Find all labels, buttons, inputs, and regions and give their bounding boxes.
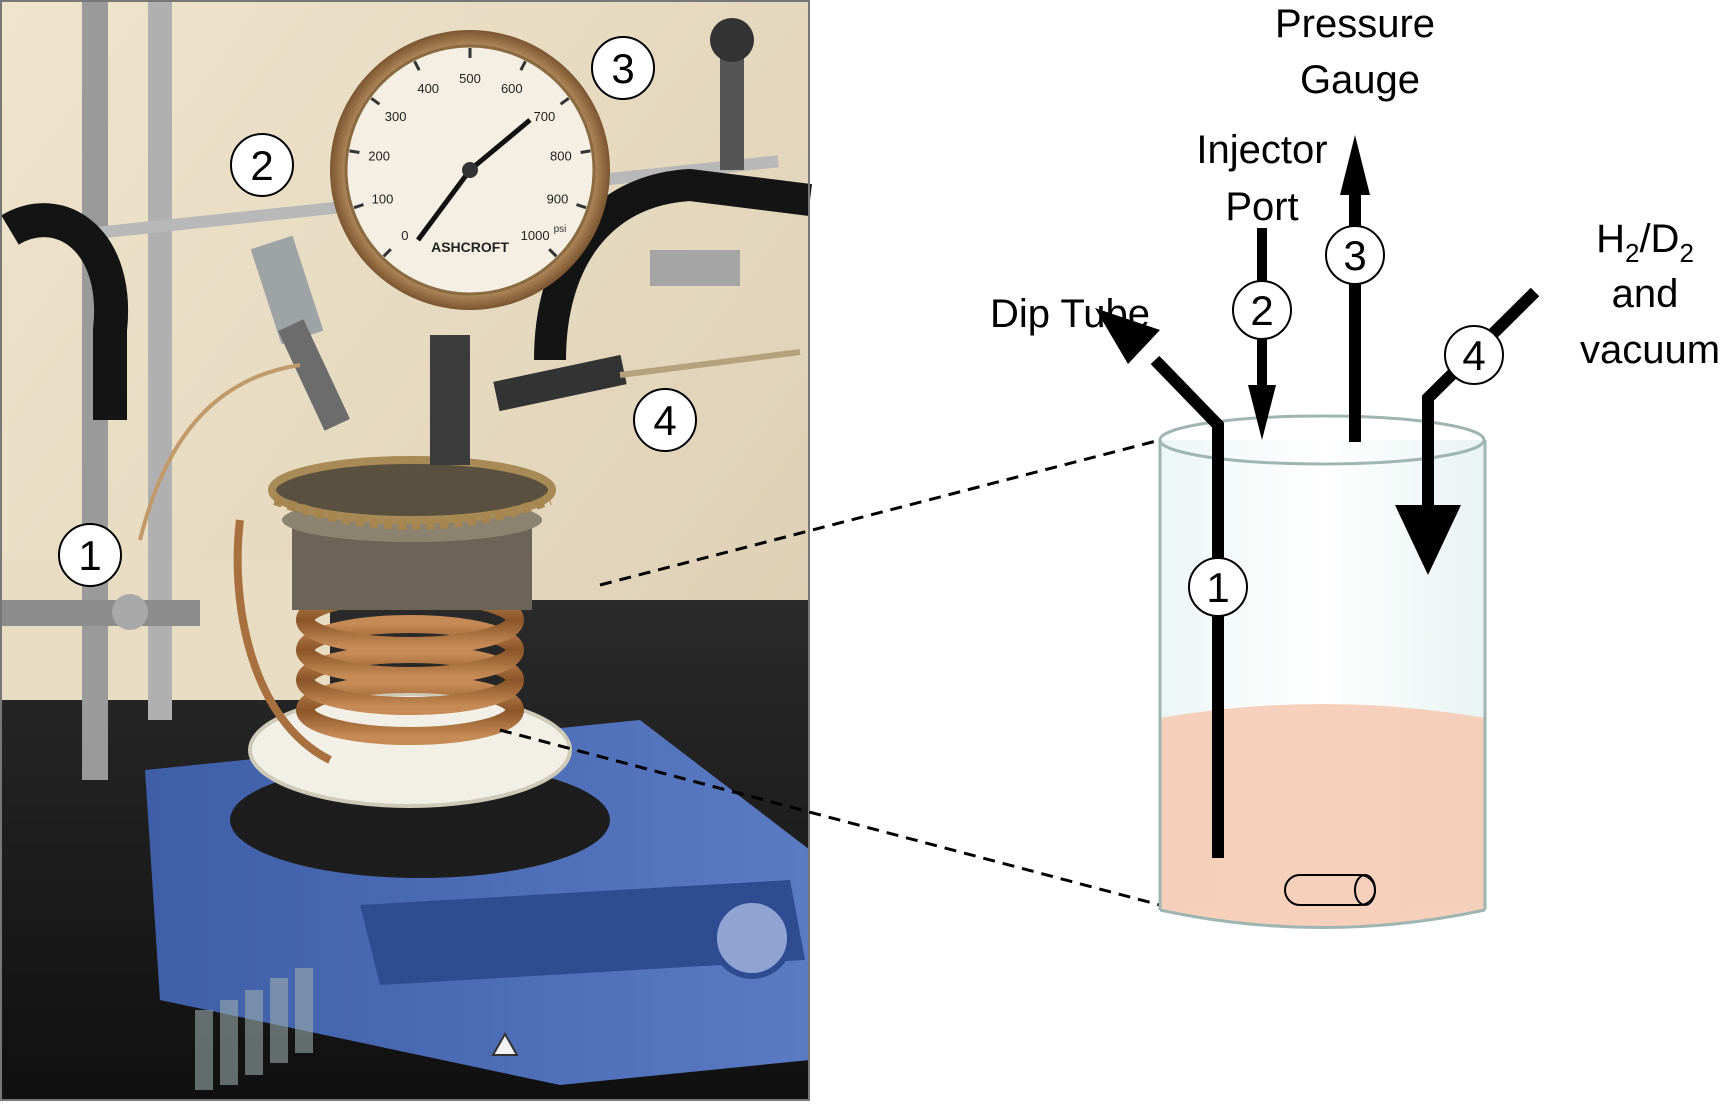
connector-top [599, 438, 1161, 587]
gauge-stem [430, 335, 470, 465]
gauge-tick-label: 0 [401, 228, 408, 243]
gauge-needle-tail [468, 118, 532, 172]
zoom-connectors [499, 438, 1161, 907]
gauge-tick-label: 400 [417, 81, 439, 96]
gauge-tick-label: 700 [534, 109, 556, 124]
gauge-needle [415, 168, 473, 242]
gauge-tick-mark [353, 203, 364, 210]
gas-line [1422, 287, 1540, 505]
label-gas-line2: and [1612, 272, 1679, 316]
copper-line [233, 519, 332, 764]
gauge-tick-mark [576, 203, 587, 210]
gas-line [619, 349, 801, 378]
vessel-liquid [1160, 704, 1485, 928]
gauge-tick-mark [349, 149, 360, 154]
label-gas-line3: vacuum [1580, 328, 1720, 372]
warning-icon [491, 1031, 519, 1056]
label-injector-line2: Port [1225, 185, 1298, 229]
photo-callout-2: 2 [230, 133, 294, 197]
reactor-photo: 0 100 200 300 400 500 600 700 800 900 1000 ASHCROF… [0, 0, 812, 1101]
svg-text:3: 3 [1343, 232, 1366, 279]
vessel-rim [1158, 414, 1486, 466]
gauge-tick-mark [413, 60, 421, 71]
svg-text:1: 1 [78, 532, 101, 579]
marker-2: 2 [1232, 280, 1292, 340]
label-pressure-line1: Pressure [1275, 2, 1435, 46]
reactor-schematic: 1 2 3 4 Pressure Gauge Injector Port Dip… [990, 2, 1720, 929]
hose-left [1, 203, 129, 420]
gauge-arrowhead [1340, 135, 1370, 195]
dip-tube-fitting [278, 319, 350, 431]
reactor-chain [273, 495, 552, 530]
stir-bar [1284, 874, 1376, 906]
dip-tube-line [1150, 355, 1224, 858]
gauge-tick-label: 300 [385, 109, 407, 124]
gauge-tick-label: 500 [459, 71, 481, 86]
gauge-tick-label: 100 [372, 191, 394, 206]
gauge-tick-label: 1000 [521, 228, 550, 243]
hot-plate-panel [360, 880, 805, 985]
photo-callout-3: 3 [591, 36, 655, 100]
svg-text:3: 3 [611, 45, 634, 92]
reactor-head [268, 456, 556, 524]
vessel-base [1159, 908, 1486, 929]
gauge-tick-label: 800 [550, 149, 572, 164]
label-dip-tube: Dip Tube [990, 292, 1150, 336]
marker-1: 1 [1188, 557, 1248, 617]
gauge-tick-label: 200 [368, 149, 390, 164]
injector-arrowhead [1248, 385, 1276, 440]
label-gas-formula: H2/D2 [1596, 217, 1694, 268]
dip-tube-line [138, 363, 301, 541]
label-injector-line1: Injector [1196, 128, 1327, 172]
gauge-tick-mark [370, 97, 381, 106]
photo-callout-1: 1 [58, 523, 122, 587]
gauge-tick-label: 900 [547, 191, 569, 206]
dip-tube-arrowhead [1095, 308, 1160, 364]
clamp-left [0, 600, 200, 626]
svg-text:1: 1 [1206, 564, 1229, 611]
svg-text:4: 4 [1462, 332, 1485, 379]
label-pressure-line2: Gauge [1300, 58, 1420, 102]
pressure-gauge: 0 100 200 300 400 500 600 700 800 900 1000 ASHCROF… [330, 30, 610, 310]
gauge-tick-mark [559, 97, 570, 106]
gauge-brand: ASHCROFT [431, 239, 509, 255]
svg-text:2: 2 [1250, 287, 1273, 334]
gauge-tick-mark [519, 60, 527, 71]
hot-plate-knob [711, 897, 793, 979]
gas-arrowhead [1395, 505, 1461, 575]
marker-4: 4 [1444, 325, 1504, 385]
marker-3: 3 [1325, 225, 1385, 285]
clamp-knob [112, 594, 148, 630]
photo-border [0, 0, 810, 1101]
gauge-unit: psi [554, 224, 567, 235]
svg-text:4: 4 [653, 397, 676, 444]
gauge-tick-mark [548, 248, 558, 258]
photo-callout-4: 4 [633, 388, 697, 452]
injector-fitting [250, 235, 324, 345]
gauge-tick-mark [382, 248, 392, 258]
gauge-tick-mark [580, 149, 591, 154]
connector-bottom [499, 728, 1161, 907]
sample-vials [195, 968, 313, 1090]
valve-body-right [650, 250, 740, 286]
gauge-tick-label: 600 [501, 81, 523, 96]
svg-text:2: 2 [250, 142, 273, 189]
valve-knob-top [710, 18, 754, 62]
gas-valve [493, 354, 627, 412]
